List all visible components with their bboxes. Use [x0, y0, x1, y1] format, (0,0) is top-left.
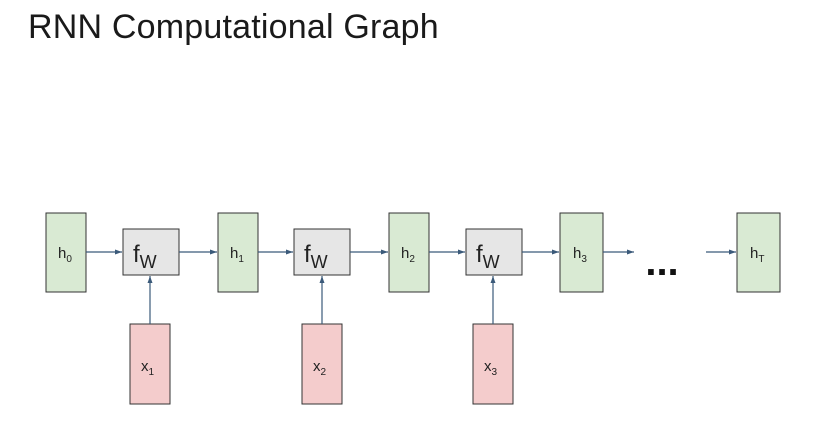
input-box — [301, 323, 343, 405]
hidden-state-hT: hT — [736, 212, 781, 293]
hidden-state-label: h0 — [58, 245, 72, 265]
hidden-state-h3: h3 — [559, 212, 604, 293]
input-box — [129, 323, 171, 405]
input-label: x3 — [484, 358, 498, 378]
hidden-state-h0: h0 — [45, 212, 87, 293]
input-label: x2 — [313, 358, 327, 378]
hidden-state-label: h2 — [401, 245, 415, 265]
input-label: x1 — [141, 358, 155, 378]
input-box — [472, 323, 514, 405]
vertical-arrows — [147, 276, 496, 324]
function-fw-2: fW — [293, 228, 351, 276]
function-box — [293, 228, 351, 276]
hidden-state-label: h1 — [230, 245, 244, 265]
hidden-state-box — [736, 212, 781, 293]
function-label: fW — [476, 241, 500, 272]
function-box — [465, 228, 523, 276]
hidden-state-h1: h1 — [217, 212, 259, 293]
hidden-state-h2: h2 — [388, 212, 430, 293]
hidden-state-box — [45, 212, 87, 293]
hidden-state-box — [559, 212, 604, 293]
input-x2: x2 — [301, 323, 343, 405]
function-label: fW — [133, 241, 157, 272]
hidden-state-label: h3 — [573, 245, 587, 265]
input-x1: x1 — [129, 323, 171, 405]
hidden-state-label: hT — [750, 245, 764, 265]
function-fw-1: fW — [122, 228, 180, 276]
input-x3: x3 — [472, 323, 514, 405]
function-label: fW — [304, 241, 328, 272]
slide-title: RNN Computational Graph — [28, 8, 439, 46]
ellipsis: ... — [645, 240, 678, 284]
function-fw-3: fW — [465, 228, 523, 276]
hidden-state-box — [217, 212, 259, 293]
